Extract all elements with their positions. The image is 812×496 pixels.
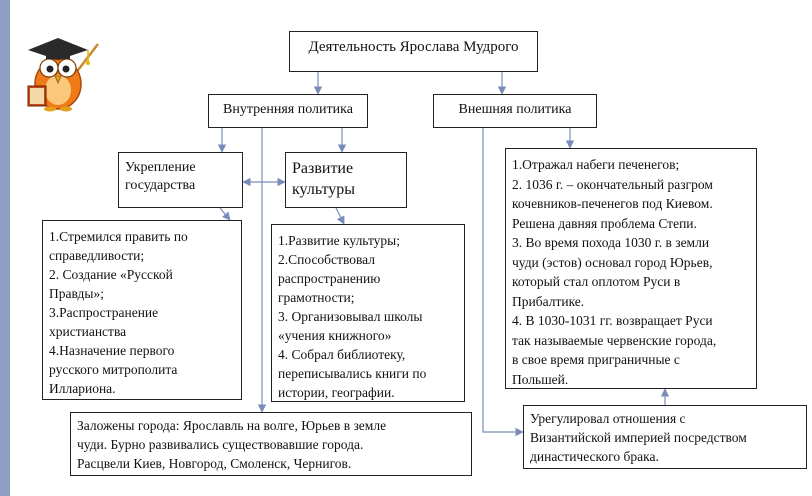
internal-policy-box: Внутренняя политика	[208, 94, 368, 128]
culture-development-box: Развитие культуры	[285, 152, 407, 208]
byzantium-box: Урегулировал отношения с Византийской им…	[523, 405, 807, 469]
cities-box: Заложены города: Ярославль на волге, Юрь…	[70, 412, 472, 476]
left-accent-bar	[0, 0, 10, 496]
state-actions-list: 1.Стремился править по справедливости; 2…	[42, 220, 242, 400]
external-actions-list: 1.Отражал набеги печенегов; 2. 1036 г. –…	[505, 148, 757, 389]
title-box: Деятельность Ярослава Мудрого	[289, 31, 538, 72]
strengthen-state-box: Укрепление государства	[118, 152, 243, 208]
owl-mascot-icon	[27, 38, 99, 112]
culture-actions-list: 1.Развитие культуры; 2.Способствовал рас…	[271, 224, 465, 402]
external-policy-box: Внешняя политика	[433, 94, 597, 128]
